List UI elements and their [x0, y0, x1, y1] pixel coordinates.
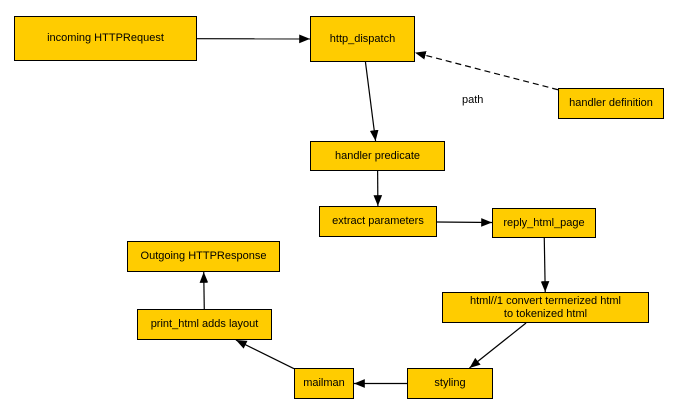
node-outgoing-httpresponse: Outgoing HTTPResponse	[127, 241, 280, 272]
edge-print-to-outgoing	[199, 271, 209, 310]
node-incoming-httprequest: incoming HTTPRequest	[14, 16, 197, 61]
edge-handler_def-to-dispatch	[414, 51, 559, 91]
node-reply-html-page: reply_html_page	[492, 208, 596, 238]
edge-dispatch-to-predicate	[364, 61, 379, 142]
node-handler-predicate: handler predicate	[310, 141, 445, 171]
node-mailman: mailman	[294, 368, 354, 399]
node-html-convert: html//1 convert termerized html to token…	[442, 292, 649, 323]
node-handler-definition: handler definition	[558, 88, 664, 119]
node-print-html: print_html adds layout	[137, 309, 272, 340]
edge-mailman-to-print	[235, 339, 295, 370]
edge-convert-to-styling	[469, 322, 527, 369]
edge-reply-to-convert	[540, 237, 550, 293]
node-extract-parameters: extract parameters	[319, 206, 437, 237]
node-styling: styling	[407, 368, 493, 399]
node-http-dispatch: http_dispatch	[310, 16, 415, 62]
path-label: path	[462, 94, 484, 106]
